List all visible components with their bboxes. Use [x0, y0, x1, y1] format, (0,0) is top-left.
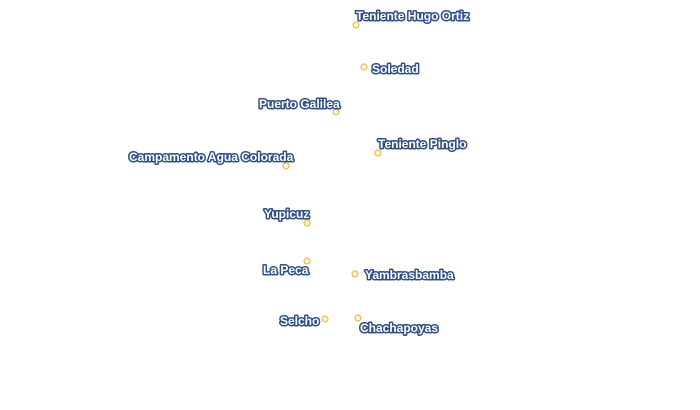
place-label-yupicuz: Yupicuz	[264, 207, 309, 221]
place-marker-soledad[interactable]	[360, 63, 368, 71]
place-label-soledad: Soledad	[372, 62, 419, 76]
place-marker-chachapoyas[interactable]	[354, 314, 362, 322]
place-labels: Teniente Hugo Ortiz Soledad Puerto Galil…	[128, 8, 471, 337]
place-marker-yambrasbamba[interactable]	[351, 270, 359, 278]
place-marker-teniente-hugo-ortiz[interactable]	[352, 21, 360, 29]
place-markers	[282, 21, 382, 323]
place-label-teniente-pinglo: Teniente Pinglo	[378, 137, 466, 151]
place-marker-teniente-pinglo[interactable]	[374, 149, 382, 157]
place-label-chachapoyas: Chachapoyas	[360, 321, 438, 335]
place-label-puerto-galilea: Puerto Galilea	[259, 97, 340, 111]
place-label-selcho: Selcho	[280, 314, 319, 328]
place-label-la-peca: La Peca	[263, 263, 309, 277]
place-marker-selcho[interactable]	[321, 315, 329, 323]
place-marker-la-peca[interactable]	[303, 257, 311, 265]
place-marker-puerto-galilea[interactable]	[332, 108, 340, 116]
place-marker-yupicuz[interactable]	[303, 219, 311, 227]
place-label-campamento-agua-colorada: Campamento Agua Colorada	[129, 150, 294, 164]
place-label-yambrasbamba: Yambrasbamba	[365, 268, 454, 282]
place-label-teniente-hugo-ortiz: Teniente Hugo Ortiz	[356, 9, 469, 23]
place-marker-campamento-agua-colorada[interactable]	[282, 162, 290, 170]
